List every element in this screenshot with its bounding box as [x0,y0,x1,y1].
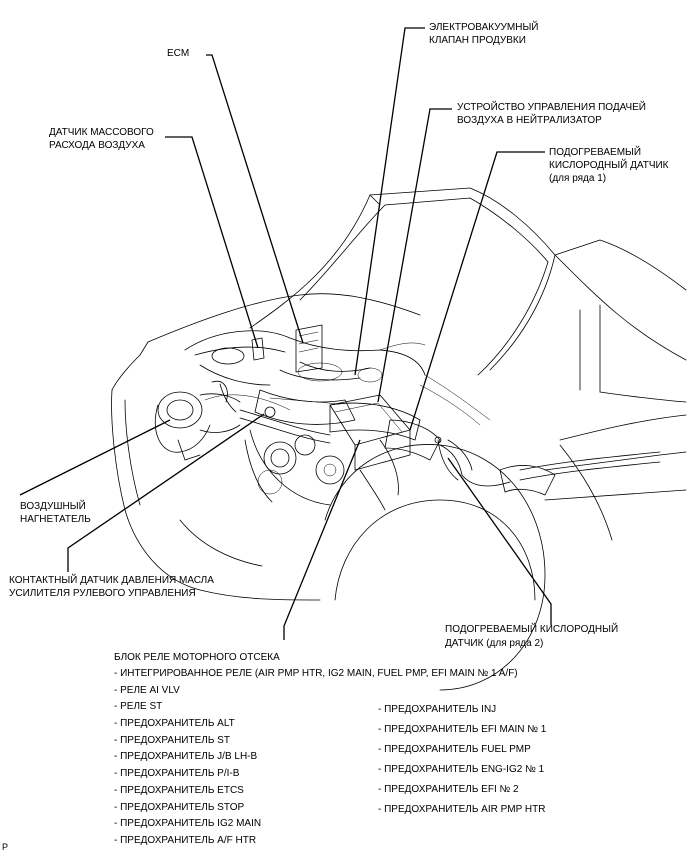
relay-block-item: - ПРЕДОХРАНИТЕЛЬ STOP [114,801,245,813]
label-ps-switch-line2: УСИЛИТЕЛЯ РУЛЕВОГО УПРАВЛЕНИЯ [9,588,196,599]
label-o2-bank2-line2: ДАТЧИК (для ряда 2) [445,638,544,649]
relay-block-item: - ПРЕДОХРАНИТЕЛЬ EFI № 2 [378,784,519,795]
relay-block-item: - ПРЕДОХРАНИТЕЛЬ FUEL PMP [378,744,531,755]
relay-block-item: - ПРЕДОХРАНИТЕЛЬ ALT [114,718,235,730]
corner-mark: P [2,842,9,852]
label-o2-bank1-line2: КИСЛОРОДНЫЙ ДАТЧИК [549,160,669,171]
leader-vsv [354,27,425,376]
label-o2-bank1-line3: (для ряда 1) [549,173,607,184]
maf-sensor-illustration [251,337,265,361]
relay-block-item: - ИНТЕГРИРОВАННОЕ РЕЛЕ (AIR PMP HTR, IG2… [114,668,518,679]
label-maf-line2: РАСХОДА ВОЗДУХА [49,140,145,151]
label-ecm: ECM [167,48,190,59]
relay-block-item: - РЕЛЕ ST [114,701,163,713]
label-o2-bank1-line1: ПОДОГРЕВАЕМЫЙ [549,147,642,158]
leader-air-pump [19,419,171,496]
car-body-outline [111,187,687,691]
label-ps-switch-line1: КОНТАКТНЫЙ ДАТЧИК ДАВЛЕНИЯ МАСЛА [9,575,214,586]
leader-relay-block [283,439,361,640]
label-vsv-line1: ЭЛЕКТРОВАКУУМНЫЙ [429,22,539,33]
air-pump-illustration [154,380,276,461]
label-vsv-line2: КЛАПАН ПРОДУВКИ [429,35,526,46]
label-o2-bank2-line1: ПОДОГРЕВАЕМЫЙ КИСЛОРОДНЫЙ [445,624,619,635]
label-maf-line1: ДАТЧИК МАССОВОГО [49,127,154,138]
relay-block-item: - ПРЕДОХРАНИТЕЛЬ ENG-IG2 № 1 [378,764,545,775]
relay-block-item: - ПРЕДОХРАНИТЕЛЬ IG2 MAIN [114,818,262,830]
leader-maf [165,136,259,349]
relay-block-list-right: - ПРЕДОХРАНИТЕЛЬ INJ - ПРЕДОХРАНИТЕЛЬ EFI… [378,702,546,822]
label-air-ctrl-line1: УСТРОЙСТВО УПРАВЛЕНИЯ ПОДАЧЕЙ [457,102,646,113]
relay-block-item: - ПРЕДОХРАНИТЕЛЬ ETCS [114,784,244,796]
label-air-ctrl-line2: ВОЗДУХА В НЕЙТРАЛИЗАТОР [457,115,602,126]
leader-ps-switch [67,413,265,572]
relay-block-item: - РЕЛЕ AI VLV [114,684,180,696]
relay-block-item: - ПРЕДОХРАНИТЕЛЬ P/I-B [114,768,240,780]
relay-block-item: - ПРЕДОХРАНИТЕЛЬ AIR PMP HTR [378,804,546,815]
leader-o2-bank1 [409,151,545,431]
leader-ecm [206,54,304,344]
engine-assembly [184,324,556,511]
relay-block-item: - ПРЕДОХРАНИТЕЛЬ INJ [378,704,497,715]
relay-block-item: - ПРЕДОХРАНИТЕЛЬ A/F HTR [114,834,257,846]
relay-block-item: - ПРЕДОХРАНИТЕЛЬ EFI MAIN № 1 [378,724,547,735]
relay-block-list-left: - ИНТЕГРИРОВАННОЕ РЕЛЕ (AIR PMP HTR, IG2… [114,666,518,850]
relay-block-item: - ПРЕДОХРАНИТЕЛЬ J/B LH-B [114,751,258,763]
relay-block-title: БЛОК РЕЛЕ МОТОРНОГО ОТСЕКА [114,652,280,663]
leader-o2-bank2 [447,457,552,625]
label-air-pump-line2: НАГНЕТАТЕЛЬ [20,514,91,525]
leader-air-ctrl [377,108,452,403]
label-air-pump-line1: ВОЗДУШНЫЙ [20,501,86,512]
relay-block-item: - ПРЕДОХРАНИТЕЛЬ ST [114,734,230,746]
